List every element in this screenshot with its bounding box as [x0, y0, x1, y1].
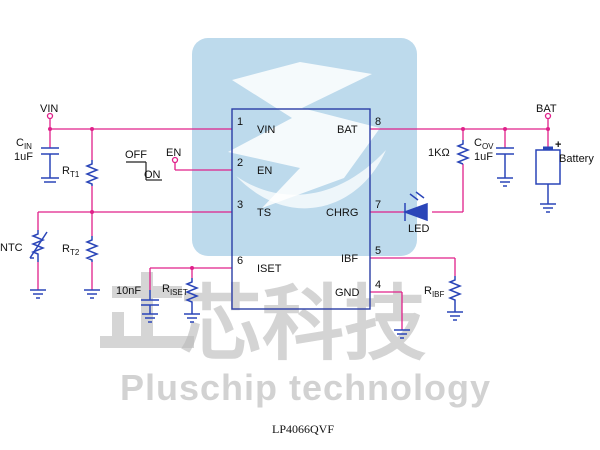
- rt2-resistor: [84, 236, 100, 262]
- node-bat-cov: [503, 127, 507, 131]
- watermark-chinese-first-char: [100, 272, 194, 348]
- cap-10nf: [141, 290, 159, 323]
- pin-number-6: 6: [237, 255, 243, 267]
- pin-number-3: 3: [237, 199, 243, 211]
- label-cin-value: 1uF: [14, 151, 33, 163]
- node-iset-junction: [190, 266, 194, 270]
- node-bat-battery: [546, 127, 550, 131]
- cov-capacitor: [496, 147, 514, 187]
- label-bat: BAT: [536, 103, 557, 115]
- label-cov-value: 1uF: [474, 151, 493, 163]
- watermark-chinese: 芯科技: [180, 277, 426, 372]
- node-ts-junction: [90, 210, 94, 214]
- chip-pins-right: 8 BAT 7 CHRG 5 IBF 4 GND: [326, 116, 381, 299]
- node-vin-cin: [48, 127, 52, 131]
- riset-resistor: [184, 278, 200, 323]
- battery-plus-sign: +: [555, 139, 561, 151]
- label-ribf: RIBF: [424, 285, 445, 299]
- label-led: LED: [408, 223, 429, 235]
- battery-symbol: [535, 146, 561, 213]
- label-vin: VIN: [40, 103, 58, 115]
- chip-pins-left: 1 VIN 2 EN 3 TS 6 ISET: [237, 116, 282, 275]
- pin-name-vin: VIN: [257, 124, 275, 136]
- rt1-resistor: [84, 160, 100, 186]
- pin-name-gnd: GND: [335, 287, 360, 299]
- pin-name-chrg: CHRG: [326, 207, 358, 219]
- pin-number-7: 7: [375, 199, 381, 211]
- pin-name-ibf: IBF: [341, 253, 358, 265]
- label-switch-on: ON: [144, 169, 161, 181]
- node-vin-terminal: [46, 112, 54, 120]
- label-cov: COV: [474, 137, 494, 151]
- resistor-1k: [455, 140, 471, 165]
- ground-chip: [394, 329, 410, 339]
- pin-number-8: 8: [375, 116, 381, 128]
- en-switch: [126, 161, 162, 181]
- pin-name-ts: TS: [257, 207, 271, 219]
- ground-ntc: [30, 289, 46, 299]
- node-bat-terminal: [544, 112, 552, 120]
- pin-name-iset: ISET: [257, 263, 282, 275]
- label-riset: RISET: [162, 283, 188, 297]
- pin-number-2: 2: [237, 157, 243, 169]
- label-10nf: 10nF: [116, 285, 141, 297]
- led-symbol: [402, 191, 428, 222]
- label-switch-off: OFF: [125, 149, 147, 161]
- pin-name-en: EN: [257, 165, 272, 177]
- cin-capacitor: [41, 147, 59, 183]
- junction-nodes: [46, 112, 552, 270]
- label-battery: Battery: [559, 153, 594, 165]
- label-en: EN: [166, 147, 181, 159]
- node-en-terminal: [171, 156, 179, 164]
- chip-body: [231, 108, 371, 310]
- pin-number-4: 4: [375, 279, 381, 291]
- node-vin-rt1: [90, 127, 94, 131]
- watermark-logo: [192, 38, 417, 256]
- watermark-english: Pluschip technology: [120, 367, 491, 408]
- node-bat-resistor: [461, 127, 465, 131]
- ground-rt2: [84, 289, 100, 299]
- label-1k-resistor: 1KΩ: [428, 147, 450, 159]
- components: [29, 140, 561, 339]
- part-number-title: LP4066QVF: [272, 422, 334, 436]
- label-cin: CIN: [16, 137, 32, 151]
- pin-number-1: 1: [237, 116, 243, 128]
- label-ntc: NTC: [0, 242, 23, 254]
- pin-name-bat: BAT: [337, 124, 358, 136]
- ntc-thermistor: [29, 230, 48, 262]
- pin-number-5: 5: [375, 245, 381, 257]
- label-rt2: RT2: [62, 243, 80, 257]
- ribf-resistor: [447, 276, 463, 321]
- label-rt1: RT1: [62, 165, 80, 179]
